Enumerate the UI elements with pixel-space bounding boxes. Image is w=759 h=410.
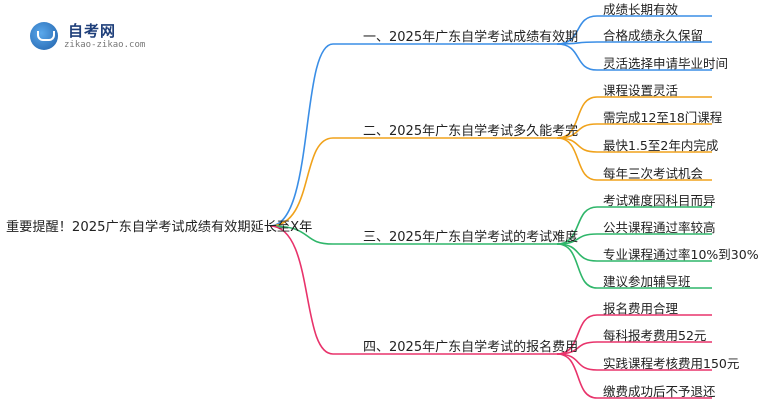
leaf-label: 缴费成功后不予退还 bbox=[603, 384, 716, 399]
leaf-label: 专业课程通过率10%到30% bbox=[603, 247, 759, 262]
leaf-connector bbox=[556, 15, 712, 45]
leaf-label: 报名费用合理 bbox=[603, 301, 679, 316]
leaf-connector bbox=[556, 41, 712, 45]
branch-connector bbox=[269, 43, 557, 227]
leaf-connector bbox=[556, 233, 712, 245]
branch-connector bbox=[269, 225, 557, 245]
branch-connector bbox=[269, 137, 557, 227]
leaf-label: 合格成绩永久保留 bbox=[603, 28, 704, 43]
branch-label: 二、2025年广东自学考试多久能考完 bbox=[363, 124, 579, 139]
graduation-cap-icon bbox=[30, 22, 58, 50]
leaf-connector bbox=[556, 353, 712, 399]
leaf-label: 课程设置灵活 bbox=[603, 83, 679, 98]
leaf-connector bbox=[556, 353, 712, 371]
leaf-connector bbox=[556, 243, 712, 289]
leaf-connector bbox=[556, 123, 712, 139]
leaf-connector bbox=[556, 341, 712, 355]
leaf-connector bbox=[556, 43, 712, 71]
site-logo[interactable]: 自考网 zikao-zikao.com bbox=[30, 20, 180, 54]
leaf-connector bbox=[556, 206, 712, 245]
leaf-connector bbox=[556, 137, 712, 181]
leaf-label: 成绩长期有效 bbox=[603, 2, 679, 17]
leaf-label: 实践课程考核费用150元 bbox=[603, 356, 740, 371]
leaf-label: 考试难度因科目而异 bbox=[603, 193, 716, 208]
leaf-label: 灵活选择申请毕业时间 bbox=[603, 56, 729, 71]
leaf-connector bbox=[556, 96, 712, 139]
leaf-label: 建议参加辅导班 bbox=[603, 274, 691, 289]
brand-name: 自考网 bbox=[68, 22, 117, 40]
leaf-label: 需完成12至18门课程 bbox=[603, 110, 723, 125]
leaf-label: 最快1.5至2年内完成 bbox=[603, 138, 719, 153]
branch-label: 三、2025年广东自学考试的考试难度 bbox=[363, 230, 579, 245]
leaf-connector bbox=[556, 137, 712, 153]
leaf-connector bbox=[556, 243, 712, 262]
leaf-label: 公共课程通过率较高 bbox=[603, 220, 716, 235]
brand-url: zikao-zikao.com bbox=[64, 40, 146, 50]
leaf-label: 每科报考费用52元 bbox=[603, 328, 707, 343]
branch-label: 一、2025年广东自学考试成绩有效期 bbox=[363, 30, 579, 45]
mindmap-root: 重要提醒！2025广东自学考试成绩有效期延长至X年 bbox=[6, 220, 313, 235]
branch-label: 四、2025年广东自学考试的报名费用 bbox=[363, 340, 579, 355]
leaf-label: 每年三次考试机会 bbox=[603, 166, 704, 181]
leaf-connector bbox=[556, 314, 712, 355]
branch-connector bbox=[269, 225, 557, 355]
